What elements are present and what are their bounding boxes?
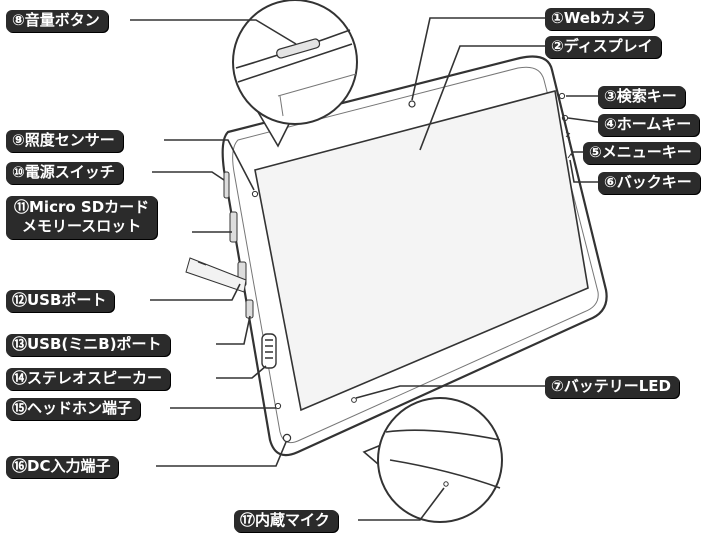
label-usb-port: ⑫USBポート bbox=[6, 290, 115, 312]
leader-light bbox=[164, 139, 255, 191]
leader-volume bbox=[130, 19, 297, 45]
leader-speaker bbox=[216, 365, 267, 379]
volume-button-zoom bbox=[276, 38, 321, 59]
mic-hole-zoom bbox=[443, 481, 449, 487]
label-headphone-jack: ⑮ヘッドホン端子 bbox=[6, 398, 141, 420]
volume-zoom-circle bbox=[232, 0, 358, 125]
sd-slot-shape bbox=[229, 211, 238, 243]
leader-webcam bbox=[411, 17, 545, 101]
label-menu-key: ⑤メニューキー bbox=[583, 142, 700, 164]
tablet-bezel-inner bbox=[232, 66, 599, 444]
leader-home bbox=[567, 117, 599, 123]
label-usb-mini-port: ⑬USB(ミニB)ポート bbox=[6, 334, 170, 356]
label-microphone: ⑰内蔵マイク bbox=[234, 510, 338, 532]
home-key-mark bbox=[561, 114, 569, 122]
leader-mic bbox=[358, 487, 445, 521]
mic-zoom-circle bbox=[377, 397, 503, 523]
leader-usb bbox=[150, 283, 241, 301]
label-battery-led: ⑦バッテリーLED bbox=[545, 376, 679, 398]
dc-input-shape bbox=[282, 433, 292, 443]
label-power-switch: ⑩電源スイッチ bbox=[6, 162, 123, 184]
label-volume-button: ⑧音量ボタン bbox=[6, 10, 108, 32]
leader-usbmini bbox=[216, 315, 251, 345]
leader-display bbox=[419, 45, 545, 151]
label-back-key: ⑥バックキー bbox=[598, 172, 700, 194]
label-light-sensor: ⑨照度センサー bbox=[6, 130, 123, 152]
volume-zoom-screen bbox=[277, 73, 357, 97]
label-webcam: ①Webカメラ bbox=[545, 8, 654, 30]
leader-dc bbox=[156, 441, 287, 467]
leader-back bbox=[569, 159, 598, 183]
light-sensor-mark bbox=[251, 190, 259, 198]
leader-battery bbox=[355, 385, 545, 399]
speaker-shape bbox=[261, 333, 277, 369]
label-dc-input: ⑯DC入力端子 bbox=[6, 456, 119, 478]
screen bbox=[254, 90, 589, 412]
webcam-lens bbox=[408, 100, 416, 108]
search-key-mark bbox=[558, 92, 566, 100]
sd-card-shape bbox=[185, 257, 247, 293]
leader-lines bbox=[130, 17, 599, 521]
label-microsd-slot: ⑪Micro SDカード メモリースロット bbox=[6, 196, 158, 239]
label-home-key: ④ホームキー bbox=[598, 114, 700, 136]
back-key-mark bbox=[567, 153, 575, 159]
headphone-jack-shape bbox=[274, 402, 282, 410]
power-switch-shape bbox=[223, 171, 230, 199]
sd-card-edge bbox=[197, 261, 207, 266]
speaker-grille bbox=[265, 339, 273, 359]
usb-mini-shape bbox=[245, 299, 254, 319]
volume-zoom-screen-side bbox=[279, 95, 284, 117]
mic-zoom-edge bbox=[385, 429, 501, 489]
label-stereo-speaker: ⑭ステレオスピーカー bbox=[6, 368, 171, 390]
label-display: ②ディスプレイ bbox=[545, 36, 661, 58]
label-microsd-line2: メモリースロット bbox=[21, 217, 142, 235]
battery-led-mark bbox=[351, 397, 357, 403]
leader-power bbox=[152, 171, 225, 181]
label-search-key: ③検索キー bbox=[598, 86, 685, 108]
label-microsd-line1: ⑪Micro SDカード bbox=[14, 198, 150, 216]
